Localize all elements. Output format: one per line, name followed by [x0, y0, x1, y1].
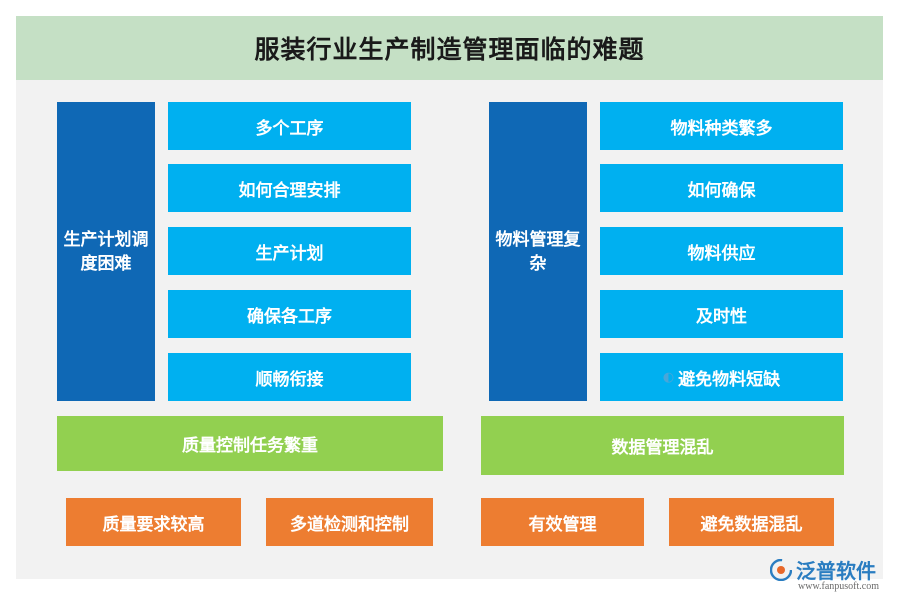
left-header-box: 生产计划调度困难 — [57, 102, 155, 401]
right-item-label: 避免物料短缺 — [678, 369, 781, 390]
left-item-5: 顺畅衔接 — [168, 353, 411, 401]
left-item-label: 顺畅衔接 — [255, 369, 324, 390]
quality-control-box: 质量控制任务繁重 — [57, 416, 443, 471]
quality-sub-1: 质量要求较高 — [66, 498, 241, 546]
data-sub-2: 避免数据混乱 — [669, 498, 834, 546]
right-item-2: 如何确保 — [600, 164, 843, 212]
right-item-label: 物料供应 — [687, 243, 756, 264]
watermark-icon: ◐ — [662, 369, 675, 385]
left-item-label: 生产计划 — [255, 243, 324, 264]
right-item-3: 物料供应 — [600, 227, 843, 275]
quality-sub-label: 质量要求较高 — [102, 514, 205, 535]
right-item-label: 如何确保 — [687, 180, 756, 201]
right-item-1: 物料种类繁多 — [600, 102, 843, 150]
quality-control-label: 质量控制任务繁重 — [182, 436, 318, 456]
data-management-label: 数据管理混乱 — [611, 438, 714, 458]
brand-name: 泛普软件 — [796, 559, 876, 583]
quality-sub-2: 多道检测和控制 — [266, 498, 433, 546]
title-bar: 服装行业生产制造管理面临的难题 — [16, 16, 883, 80]
quality-sub-label: 多道检测和控制 — [290, 514, 409, 535]
right-item-label: 物料种类繁多 — [670, 118, 773, 139]
left-item-3: 生产计划 — [168, 227, 411, 275]
left-item-1: 多个工序 — [168, 102, 411, 150]
left-item-label: 多个工序 — [255, 118, 324, 139]
left-header-label: 生产计划调度困难 — [63, 229, 149, 274]
left-item-2: 如何合理安排 — [168, 164, 411, 212]
left-item-4: 确保各工序 — [168, 290, 411, 338]
data-management-box: 数据管理混乱 — [481, 416, 844, 475]
right-item-5: ◐ 避免物料短缺 — [600, 353, 843, 401]
right-item-4: 及时性 — [600, 290, 843, 338]
brand-mark-icon — [770, 559, 792, 581]
data-sub-label: 有效管理 — [528, 514, 597, 535]
data-sub-1: 有效管理 — [481, 498, 644, 546]
data-sub-label: 避免数据混乱 — [700, 514, 803, 535]
diagram-title: 服装行业生产制造管理面临的难题 — [254, 35, 645, 64]
left-item-label: 如何合理安排 — [238, 180, 341, 201]
right-header-box: 物料管理复杂 — [489, 102, 587, 401]
right-item-label: 及时性 — [696, 306, 747, 327]
left-item-label: 确保各工序 — [247, 306, 332, 327]
right-header-label: 物料管理复杂 — [495, 229, 581, 274]
brand-logo: 泛普软件 www.fanpusoft.com — [770, 551, 898, 597]
brand-url: www.fanpusoft.com — [798, 581, 880, 592]
